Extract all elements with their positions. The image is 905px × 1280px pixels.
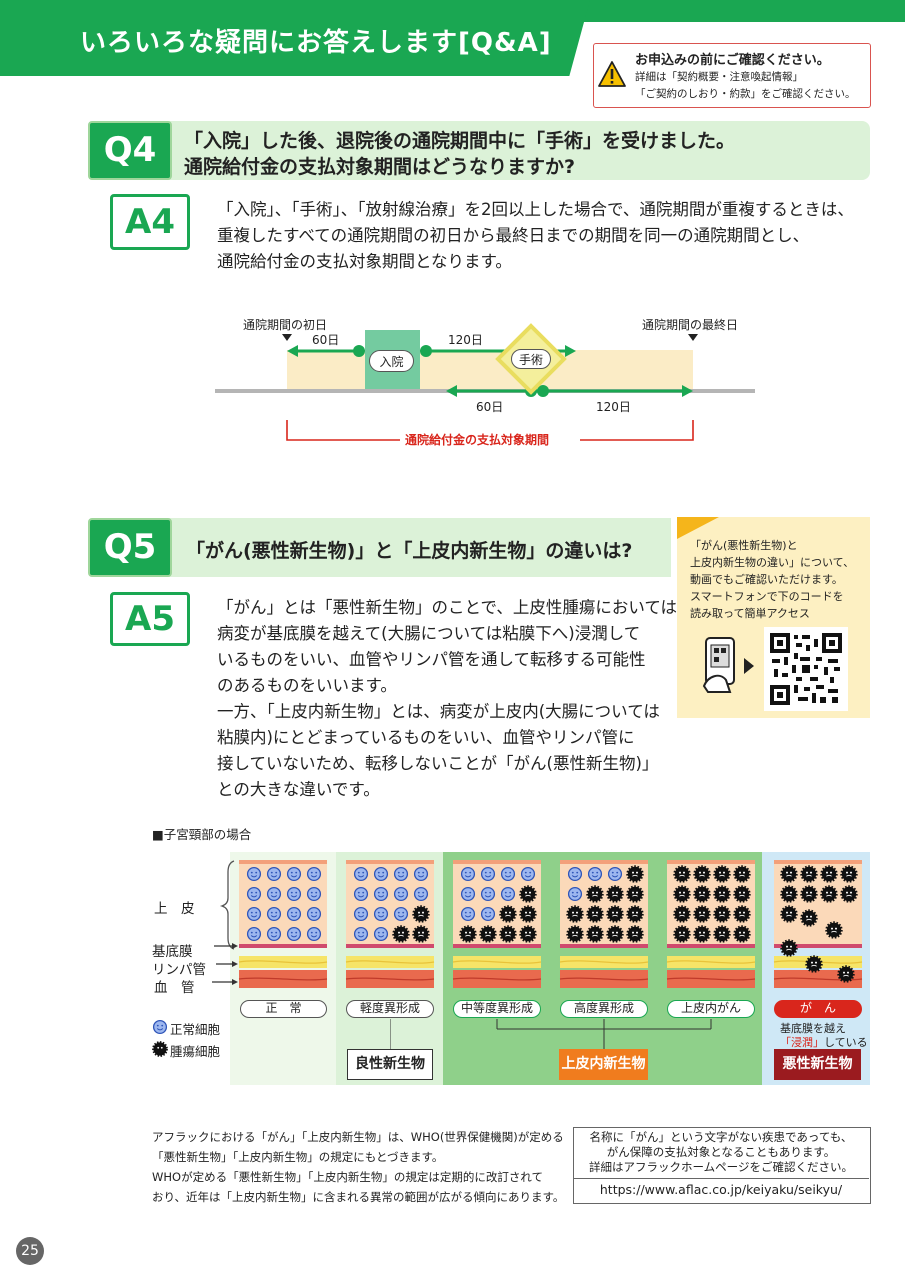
stage-severe-panel <box>559 859 649 989</box>
q4-question-line: 「入院」した後、退院後の通院期間中に「手術」を受けました。 <box>184 130 736 152</box>
layer-label-blood-vessel: 血 管 <box>154 980 195 996</box>
stage-cancer-panel <box>773 859 863 989</box>
start-date-label: 通院期間の初日 <box>243 318 328 332</box>
tissue-stage-diagrams <box>238 859 863 989</box>
arrow-right <box>565 345 576 357</box>
arrow-left <box>446 385 457 397</box>
a5-answer-line: 一方、「上皮内新生物」とは、病変が上皮内(大腸については <box>217 702 660 721</box>
arrow-left <box>287 345 298 357</box>
category-benign: 良性新生物 <box>347 1049 433 1080</box>
footer-note-line: おり、近年は「上皮内新生物」に含まれる異常の範囲が広がる傾向にあります。 <box>152 1190 565 1204</box>
qr-code-icon <box>770 633 842 705</box>
tumor-cell-icon <box>152 1041 168 1057</box>
q4-badge: Q4 <box>88 121 172 180</box>
invasion-highlight: 「浸潤」 <box>780 1036 824 1049</box>
category-connectors <box>390 1019 712 1051</box>
a5-badge: A5 <box>110 592 190 646</box>
a4-badge: A4 <box>110 194 190 250</box>
days-label: 120日 <box>596 400 631 414</box>
video-box-line: 上皮内新生物の違い」について、 <box>690 556 855 569</box>
days-label: 120日 <box>448 333 483 347</box>
stage-label-severe: 高度異形成 <box>560 1000 648 1018</box>
page-number: 25 <box>16 1237 44 1265</box>
video-box-line: 「がん(悪性新生物)と <box>690 539 798 552</box>
category-malignant: 悪性新生物 <box>774 1049 861 1080</box>
a5-answer-line: 「がん」とは「悪性新生物」のことで、上皮性腫瘍においては <box>217 598 678 617</box>
stage-label-normal: 正 常 <box>240 1000 327 1018</box>
a4-answer-line: 重複したすべての通院期間の初日から最終日までの期間を同一の通院期間とし、 <box>217 226 810 245</box>
warning-icon <box>598 61 626 87</box>
stage-moderate-panel <box>452 859 542 989</box>
a5-answer-line: との大きな違いです。 <box>217 780 380 799</box>
website-info-box <box>573 1127 871 1204</box>
cancer-note: 基底膜を越え <box>780 1022 846 1035</box>
q4-band <box>88 121 870 180</box>
q5-band <box>88 518 671 577</box>
a4-answer-line: 「入院」、「手術」、「放射線治療」を2回以上した場合で、通院期間が重複するときは… <box>217 200 854 219</box>
stage-normal-panel <box>238 859 328 989</box>
outpatient-period-area <box>287 350 693 390</box>
normal-cell-icon <box>152 1019 168 1035</box>
a4-answer-line: 通院給付金の支払対象期間となります。 <box>217 252 512 271</box>
stage-mild-panel <box>345 859 435 989</box>
video-box-line: スマートフォンで下のコードを <box>690 590 844 603</box>
q5-question: 「がん(悪性新生物)」と「上皮内新生物」の違いは? <box>186 540 633 562</box>
category-intraepithelial: 上皮内新生物 <box>559 1049 648 1080</box>
smartphone-icon <box>702 637 754 693</box>
a5-answer-line: 病変が基底膜を越えて(大腸については粘膜下へ)浸潤して <box>217 624 641 643</box>
corner-triangle <box>677 517 719 539</box>
q4-question-line: 通院給付金の支払対象期間はどうなりますか? <box>184 156 576 178</box>
footer-note-line: アフラックにおける「がん」「上皮内新生物」は、WHO(世界保健機関)が定める <box>152 1130 564 1144</box>
layer-label-basement-membrane: 基底膜 <box>152 944 193 960</box>
figure-title: ■子宮頸部の場合 <box>152 827 252 842</box>
notice-box <box>593 43 871 108</box>
a5-answer-line: 粘膜内)にとどまっているものをいい、血管やリンパ管に <box>217 728 635 747</box>
website-box-divider <box>573 1178 869 1179</box>
a5-answer-line: いるものをいい、血管やリンパ管を通して転移する可能性 <box>217 650 646 669</box>
header-tab <box>0 0 590 76</box>
footer-note-line: WHOが定める「悪性新生物」「上皮内新生物」の規定は定期的に改訂されて <box>152 1170 543 1184</box>
stage-label-moderate: 中等度異形成 <box>453 1000 541 1018</box>
q5-badge: Q5 <box>88 518 172 577</box>
surgery-label: 手術 <box>511 349 551 369</box>
stage-label-mild: 軽度異形成 <box>346 1000 434 1018</box>
layer-label-lymph-vessel: リンパ管 <box>152 962 206 978</box>
days-label: 60日 <box>312 333 340 347</box>
stage-label-in-situ: 上皮内がん <box>667 1000 755 1018</box>
arrow-right <box>682 385 693 397</box>
end-marker <box>688 334 698 341</box>
legend-tumor-cell: 腫瘍細胞 <box>170 1044 221 1059</box>
website-box-line: 詳細はアフラックホームページをご確認ください。 <box>589 1160 853 1174</box>
benefit-period-label: 通院給付金の支払対象期間 <box>405 433 550 447</box>
days-label: 60日 <box>476 400 504 414</box>
notice-title: お申込みの前にご確認ください。 <box>635 53 830 68</box>
a5-answer-line: 接していないため、転移しないことが「がん(悪性新生物)」 <box>217 754 659 773</box>
stage-in-situ-panel <box>666 859 756 989</box>
website-box-line: 名称に「がん」という文字がない疾患であっても、 <box>589 1130 853 1144</box>
cancer-note-invasion: 「浸潤」している <box>780 1034 868 1050</box>
legend-normal-cell: 正常細胞 <box>170 1022 221 1037</box>
website-url-link[interactable]: https://www.aflac.co.jp/keiyaku/seikyu/ <box>599 1182 843 1197</box>
invasion-rest: している <box>824 1036 868 1049</box>
website-box-text: 名称に「がん」という文字がない疾患であっても、 がん保障の支払対象となることもあ… <box>573 1130 869 1175</box>
a5-answer-line: のあるものをいいます。 <box>217 676 397 695</box>
footer-note-line: 「悪性新生物」「上皮内新生物」の規定にもとづきます。 <box>152 1150 444 1164</box>
layer-pointers <box>212 860 238 985</box>
notice-line: 詳細は「契約概要・注意喚起情報」 <box>635 71 803 83</box>
video-box-line: 読み取って簡単アクセス <box>690 607 810 620</box>
start-marker <box>282 334 292 341</box>
layer-label-epithelium: 上 皮 <box>154 901 195 917</box>
admission-label: 入院 <box>369 350 414 372</box>
page-title: いろいろな疑問にお答えします[Q&A] <box>80 28 552 58</box>
end-date-label: 通院期間の最終日 <box>642 318 739 332</box>
stage-label-cancer: が ん <box>774 1000 862 1018</box>
video-box-line: 動画でもご確認いただけます。 <box>690 573 843 586</box>
notice-line: 「ご契約のしおり・約款」をご確認ください。 <box>635 88 856 100</box>
website-box-line: がん保障の支払対象となることもあります。 <box>606 1145 836 1159</box>
